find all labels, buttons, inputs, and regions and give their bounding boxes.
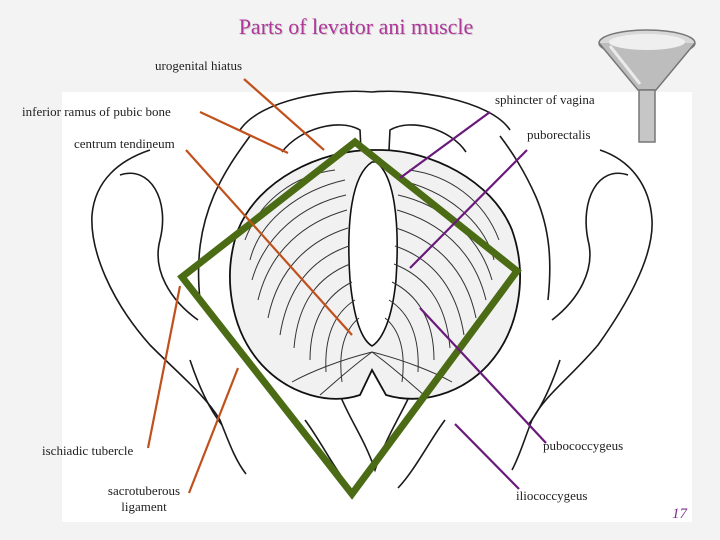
leader-inferior-ramus [199, 111, 289, 154]
rhombus-outline [177, 137, 522, 500]
leader-iliococcygeus [454, 423, 520, 490]
leader-centrum-tendineum [185, 149, 353, 336]
leader-sacrotuberous-ligament [187, 367, 240, 494]
label-centrum-tendineum: centrum tendineum [74, 136, 175, 151]
pelvis-bones [91, 90, 653, 489]
label-iliococcygeus: iliococcygeus [516, 488, 588, 503]
leader-pubococcygeus [419, 307, 547, 444]
label-urogenital-hiatus: urogenital hiatus [155, 58, 243, 73]
right-leader-lines [399, 111, 547, 490]
label-sacrotuberous-ligament: sacrotuberous ligament [107, 483, 181, 514]
leader-urogenital-hiatus [243, 78, 325, 151]
label-puborectalis: puborectalis [527, 127, 591, 142]
label-sphincter-of-vagina: sphincter of vagina [495, 92, 595, 107]
label-inferior-ramus: inferior ramus of pubic bone [22, 104, 171, 119]
label-pubococcygeus: pubococcygeus [543, 438, 624, 453]
slide-title: Parts of levator ani muscle [238, 14, 474, 39]
label-ischiadic-tubercle: ischiadic tubercle [42, 443, 134, 458]
leader-ischiadic-tubercle [146, 285, 182, 449]
page-number: 17 [672, 506, 687, 522]
leader-puborectalis [409, 149, 528, 269]
left-leader-lines [146, 78, 353, 494]
leader-sphincter-of-vagina [399, 111, 491, 179]
funnel-icon [598, 29, 696, 143]
levator-ani-muscle [229, 149, 521, 400]
